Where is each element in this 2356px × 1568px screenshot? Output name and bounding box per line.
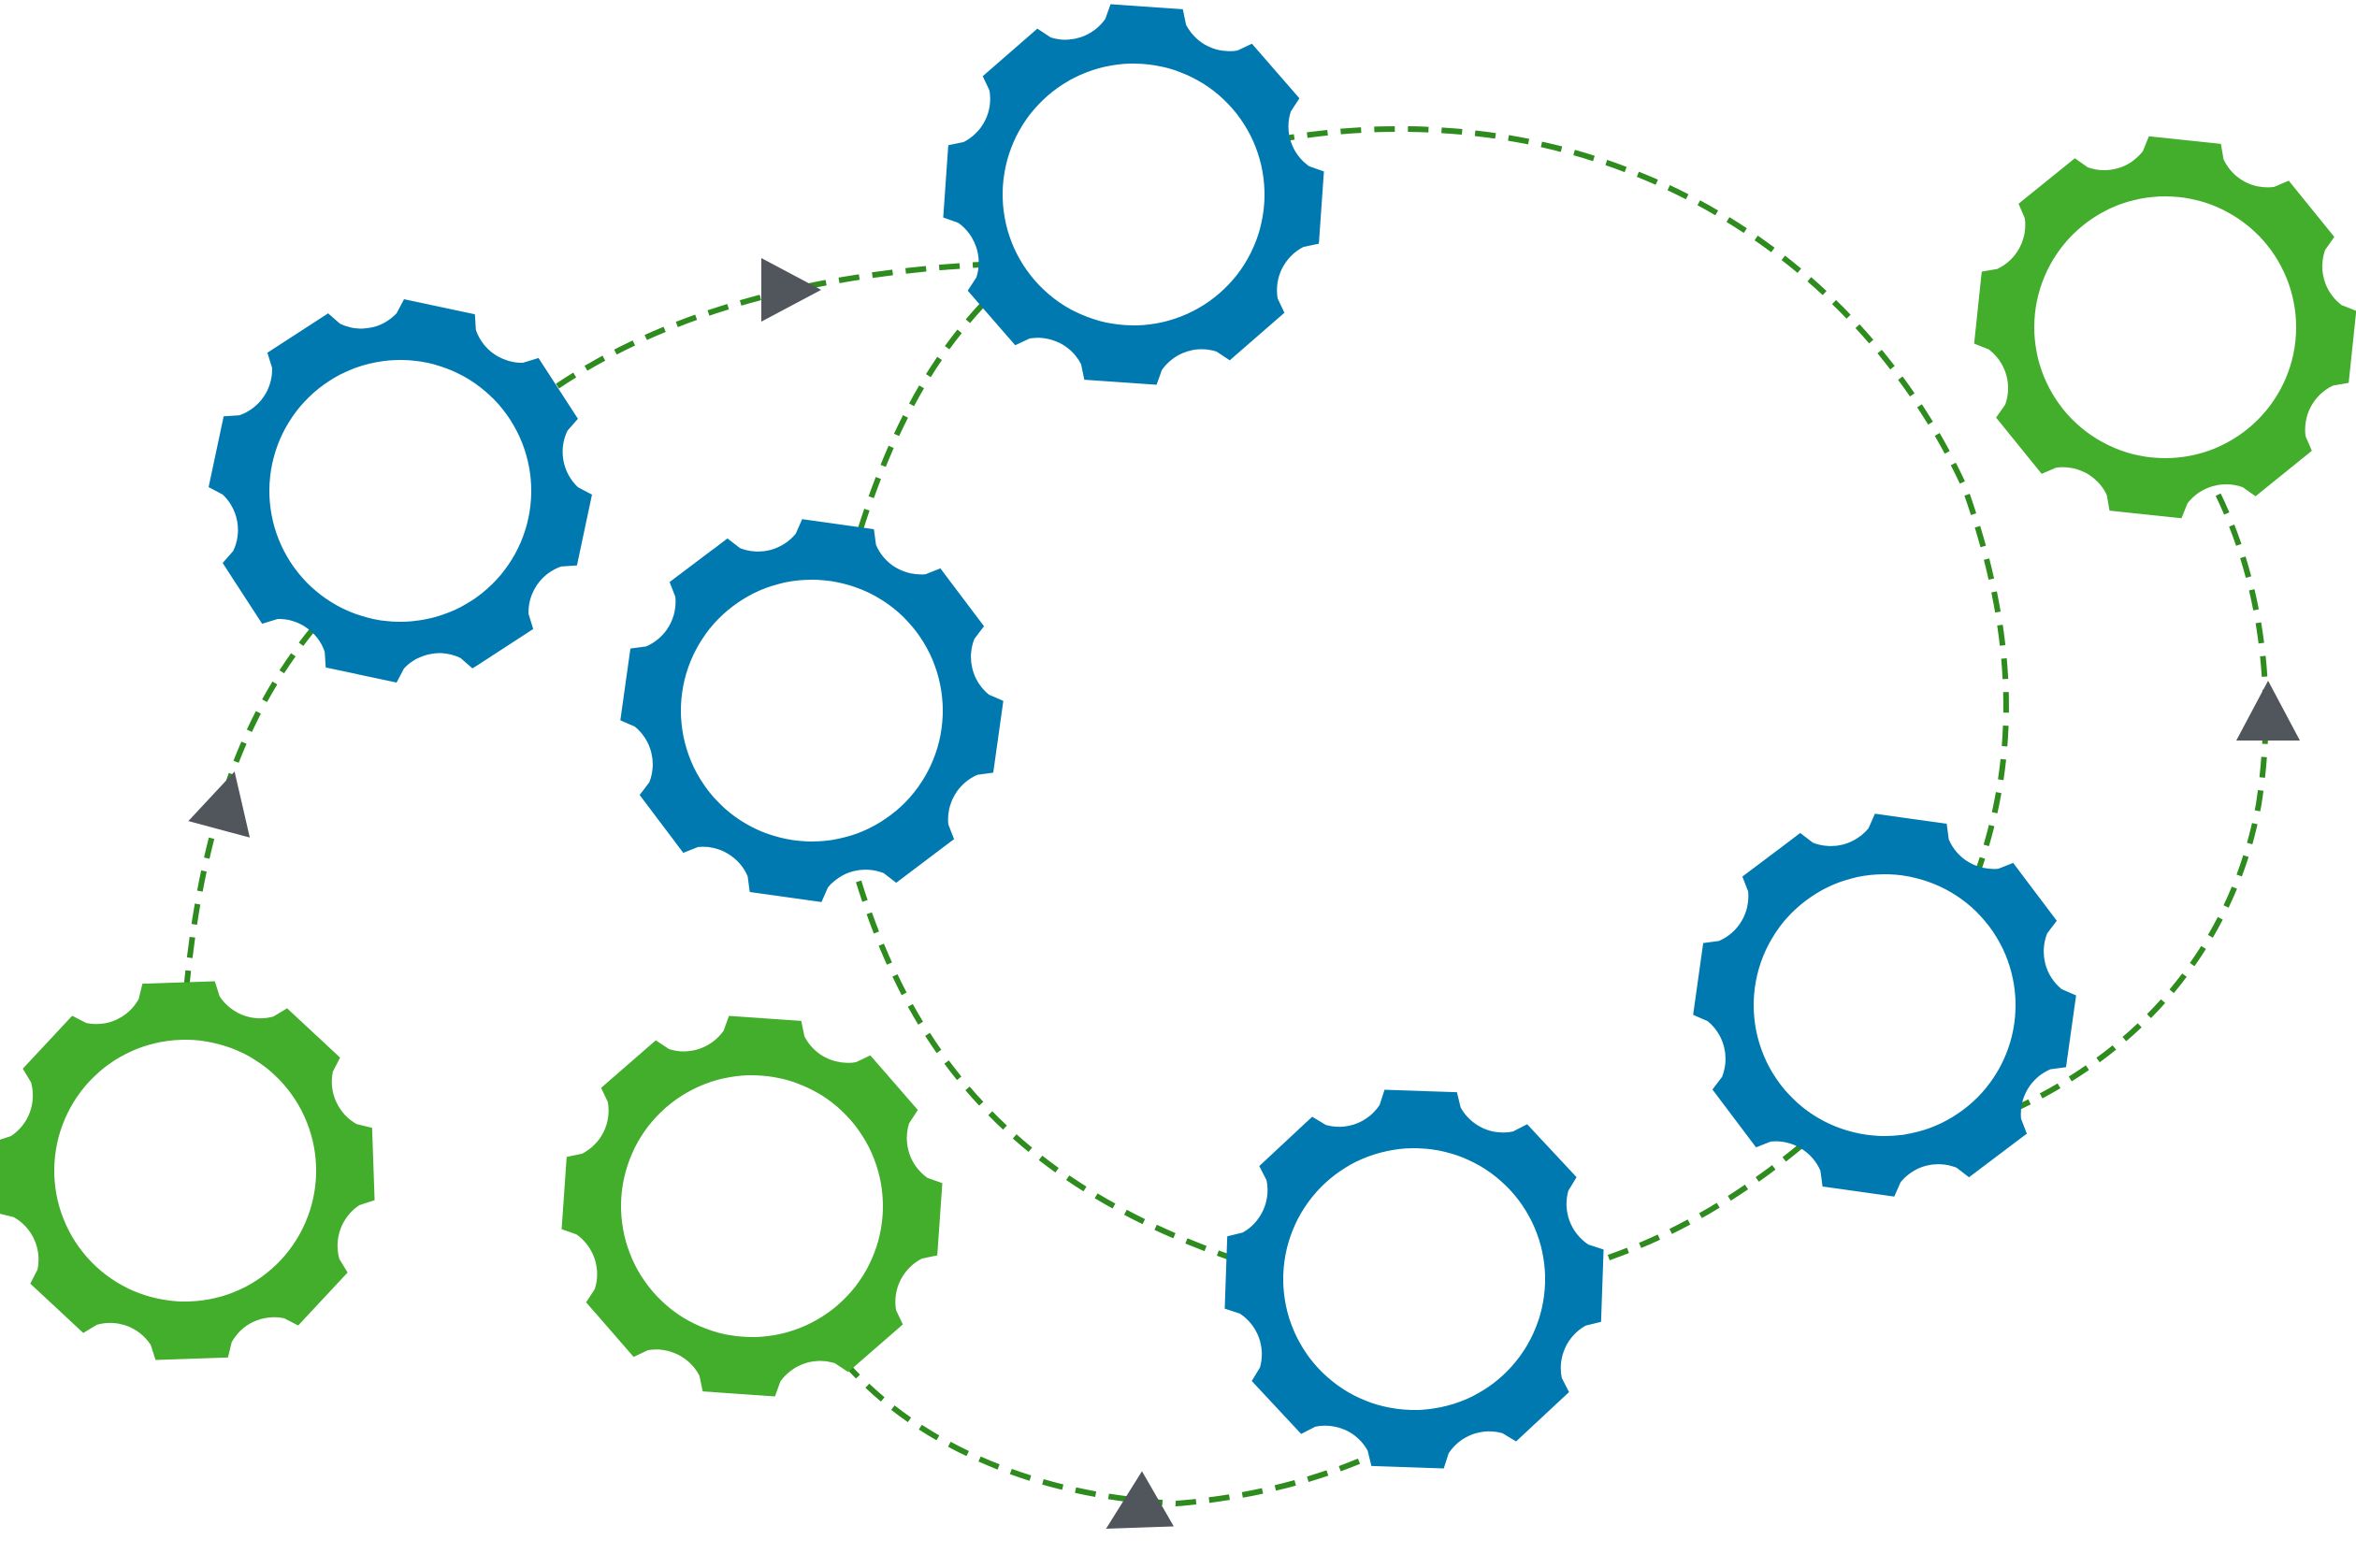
blue-gear-icon [943,4,1324,385]
connector-upper-left-to-top-center [556,261,1002,389]
blue-gear-icon [1224,1089,1604,1469]
arrowhead-icon [761,258,821,322]
connector-center-to-top-center [858,273,1015,530]
gear-center [620,519,1004,902]
connector-center-to-bottom-center [846,848,1245,1265]
connector-top-center-to-right-middle [1273,125,2009,885]
blue-gear-icon [620,519,1004,902]
gear-upper-left [209,299,592,683]
gear-right-middle [1693,813,2076,1197]
gears-layer [0,4,2356,1469]
connector-right-middle-to-top-right [2009,464,2269,1114]
gear-bottom-left [0,981,375,1360]
blue-gear-icon [1693,813,2076,1197]
arrowhead-icon [188,771,251,838]
green-gear-icon [0,981,375,1360]
blue-gear-icon [209,299,592,683]
gear-bottom-middle [561,1015,943,1397]
gear-top-right [1973,136,2356,519]
arrowhead-icon [2236,681,2300,741]
green-gear-icon [561,1015,943,1397]
arrowheads-layer [188,258,2300,1529]
connector-bottom-center-to-right-middle [1608,1119,1831,1260]
gear-top-center [943,4,1324,385]
connectors-layer [181,125,2269,1507]
arrowhead-icon [1106,1471,1174,1529]
gear-bottom-center [1224,1089,1604,1469]
green-gear-icon [1973,136,2356,519]
